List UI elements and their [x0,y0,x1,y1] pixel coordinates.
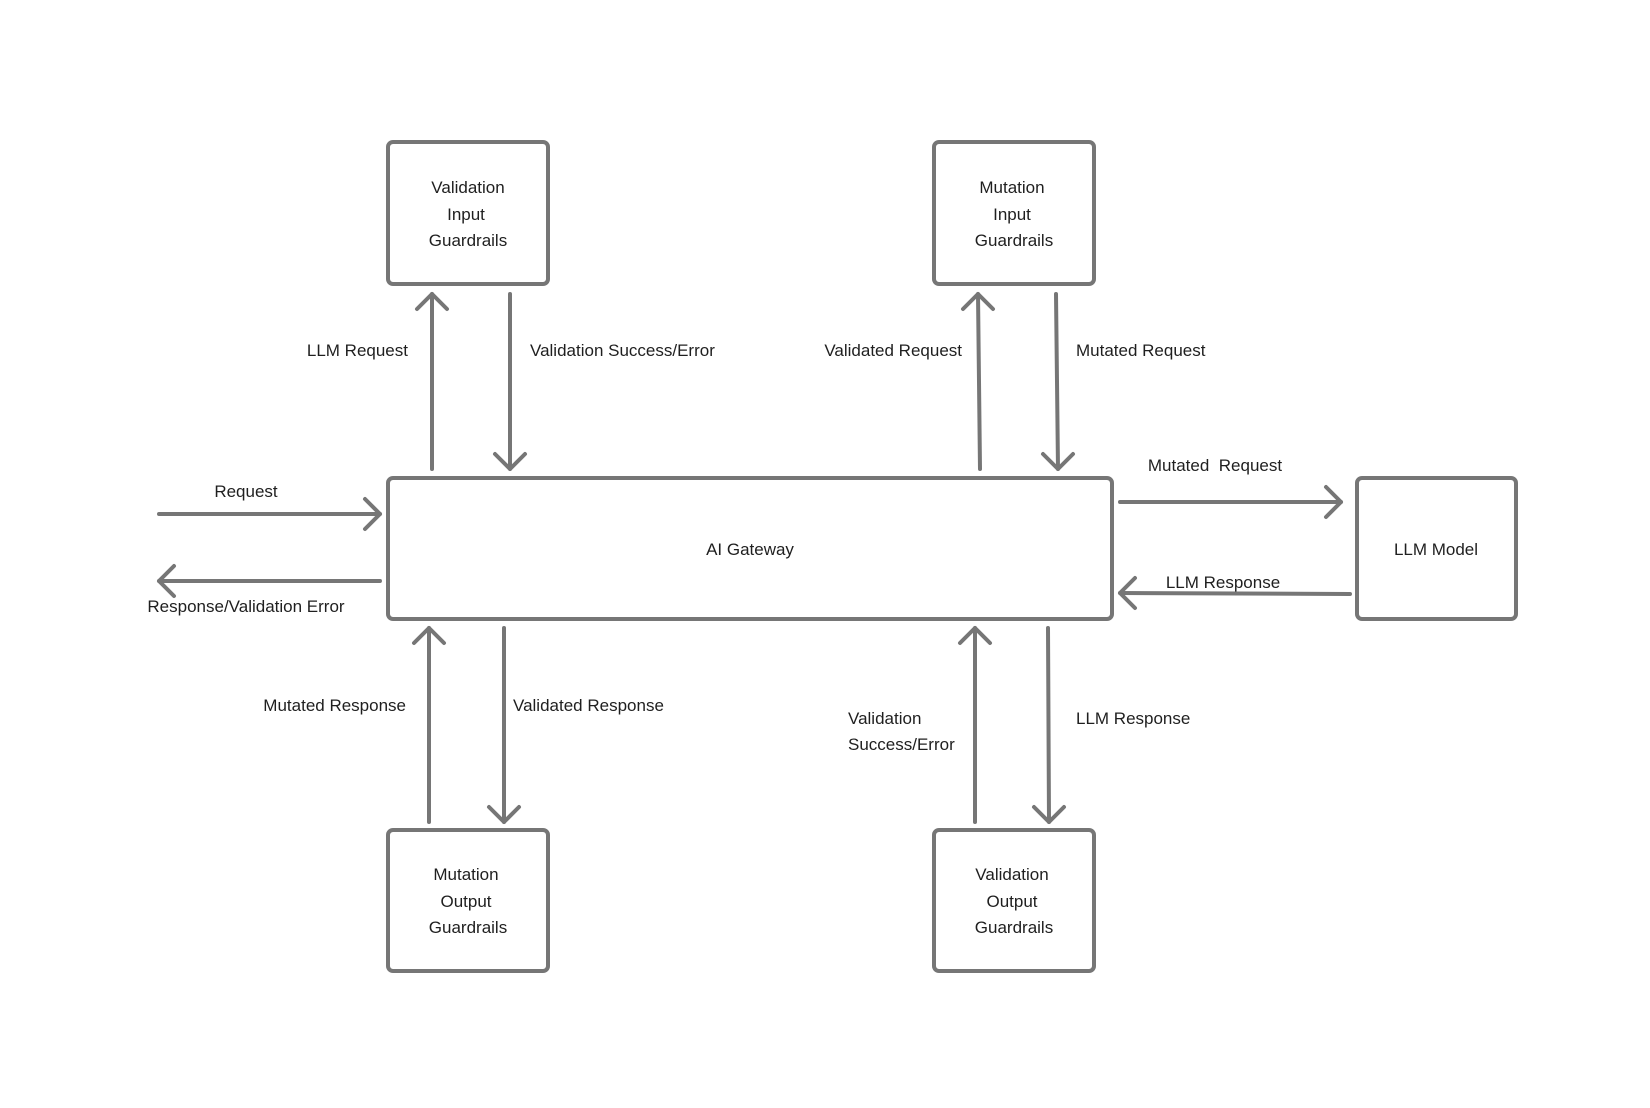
edge-label-llm-response-to-output: LLM Response [1076,709,1190,728]
arrow-llm-response-from-model [1118,576,1352,610]
node-mutation-output-guardrails: Mutation Output Guardrails [386,828,550,973]
node-label-line: Mutation [433,865,498,884]
arrow-request-in [157,497,382,531]
node-label: LLM Model [1394,540,1478,559]
node-label-line: Output [440,892,491,911]
node-label-line: Input [993,205,1031,224]
arrow-mutated-request-to-model [1118,485,1343,519]
node-mutation-input-guardrails: Mutation Input Guardrails [932,140,1096,286]
edge-label-validation-success-error-out-line2: Success/Error [848,735,955,754]
edge-label-mutated-request-in: Mutated Request [1076,341,1206,360]
arrow-llm-request [415,292,449,471]
node-label-line: Mutation [979,178,1044,197]
node-label-line: Output [986,892,1037,911]
arrow-validated-request [961,292,995,471]
node-label-line: Input [447,205,485,224]
node-label-line: Validation [431,178,504,197]
node-label-line: Guardrails [975,918,1053,937]
edge-label-validation-success-error-in: Validation Success/Error [530,341,715,360]
edge-label-llm-request: LLM Request [307,341,408,360]
node-llm-model: LLM Model [1355,476,1518,621]
node-validation-output-guardrails: Validation Output Guardrails [932,828,1096,973]
edge-label-validated-response: Validated Response [513,696,664,715]
edge-label-request-in: Request [214,482,278,501]
node-label-line: Guardrails [429,918,507,937]
node-label: AI Gateway [706,540,794,559]
edge-label-mutated-request-to-model: Mutated Request [1148,456,1282,475]
node-ai-gateway: AI Gateway [386,476,1114,621]
edge-label-validated-request: Validated Request [824,341,962,360]
edge-label-response-out: Response/Validation Error [147,597,345,616]
arrow-validated-response [487,626,521,824]
arrow-response-out [157,564,382,598]
arrow-mutated-response [412,626,446,824]
node-label-line: Guardrails [429,231,507,250]
edge-label-validation-success-error-out-line1: Validation [848,709,921,728]
arrow-validation-success-error-in [493,292,527,471]
edge-label-mutated-response: Mutated Response [263,696,406,715]
edge-label-llm-response-from-model: LLM Response [1166,573,1280,592]
arrow-mutated-request-in [1041,292,1075,471]
node-validation-input-guardrails: Validation Input Guardrails [386,140,550,286]
arrow-llm-response-to-output [1032,626,1066,824]
node-label-line: Validation [975,865,1048,884]
arrow-validation-success-error-out [958,626,992,824]
node-label-line: Guardrails [975,231,1053,250]
